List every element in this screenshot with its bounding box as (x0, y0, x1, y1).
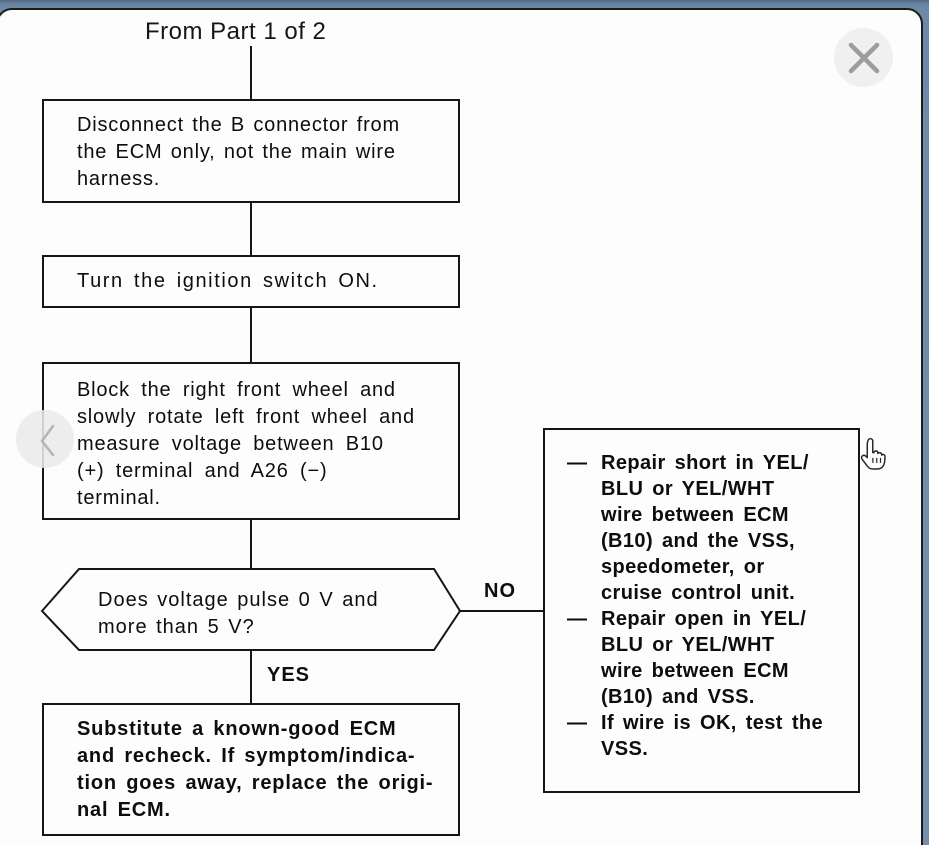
close-button[interactable] (834, 28, 893, 87)
dash-bullet-icon: — (567, 452, 588, 474)
flowchart-step-measure-voltage: Block the right front wheel and slowly r… (42, 362, 460, 520)
flowchart-result-substitute-ecm: Substitute a known-good ECM and recheck.… (42, 703, 460, 836)
no-action-item: — If wire is OK, test the VSS. (567, 710, 846, 762)
flowchart-step-ignition-on: Turn the ignition switch ON. (42, 255, 460, 308)
no-action-text: Repair open in YEL/ BLU or YEL/WHT wire … (601, 608, 807, 708)
no-action-item: — Repair open in YEL/ BLU or YEL/WHT wir… (567, 606, 846, 710)
flowchart-step-disconnect-connector: Disconnect the B connector from the ECM … (42, 99, 460, 203)
no-action-text: Repair short in YEL/ BLU or YEL/WHT wire… (601, 452, 809, 604)
prev-page-button[interactable] (16, 410, 74, 468)
flowchart-decision-text: Does voltage pulse 0 V and more than 5 V… (98, 589, 379, 638)
flowchart-no-actions-box: — Repair short in YEL/ BLU or YEL/WHT wi… (543, 428, 860, 793)
decision-yes-label: YES (267, 664, 311, 686)
close-icon (848, 42, 879, 73)
no-action-item: — Repair short in YEL/ BLU or YEL/WHT wi… (567, 450, 846, 606)
dash-bullet-icon: — (567, 608, 588, 630)
chevron-left-icon (40, 424, 55, 457)
dash-bullet-icon: — (567, 712, 588, 734)
no-action-text: If wire is OK, test the VSS. (601, 712, 824, 760)
flowchart-source-label: From Part 1 of 2 (145, 18, 327, 45)
decision-no-label: NO (484, 580, 516, 602)
